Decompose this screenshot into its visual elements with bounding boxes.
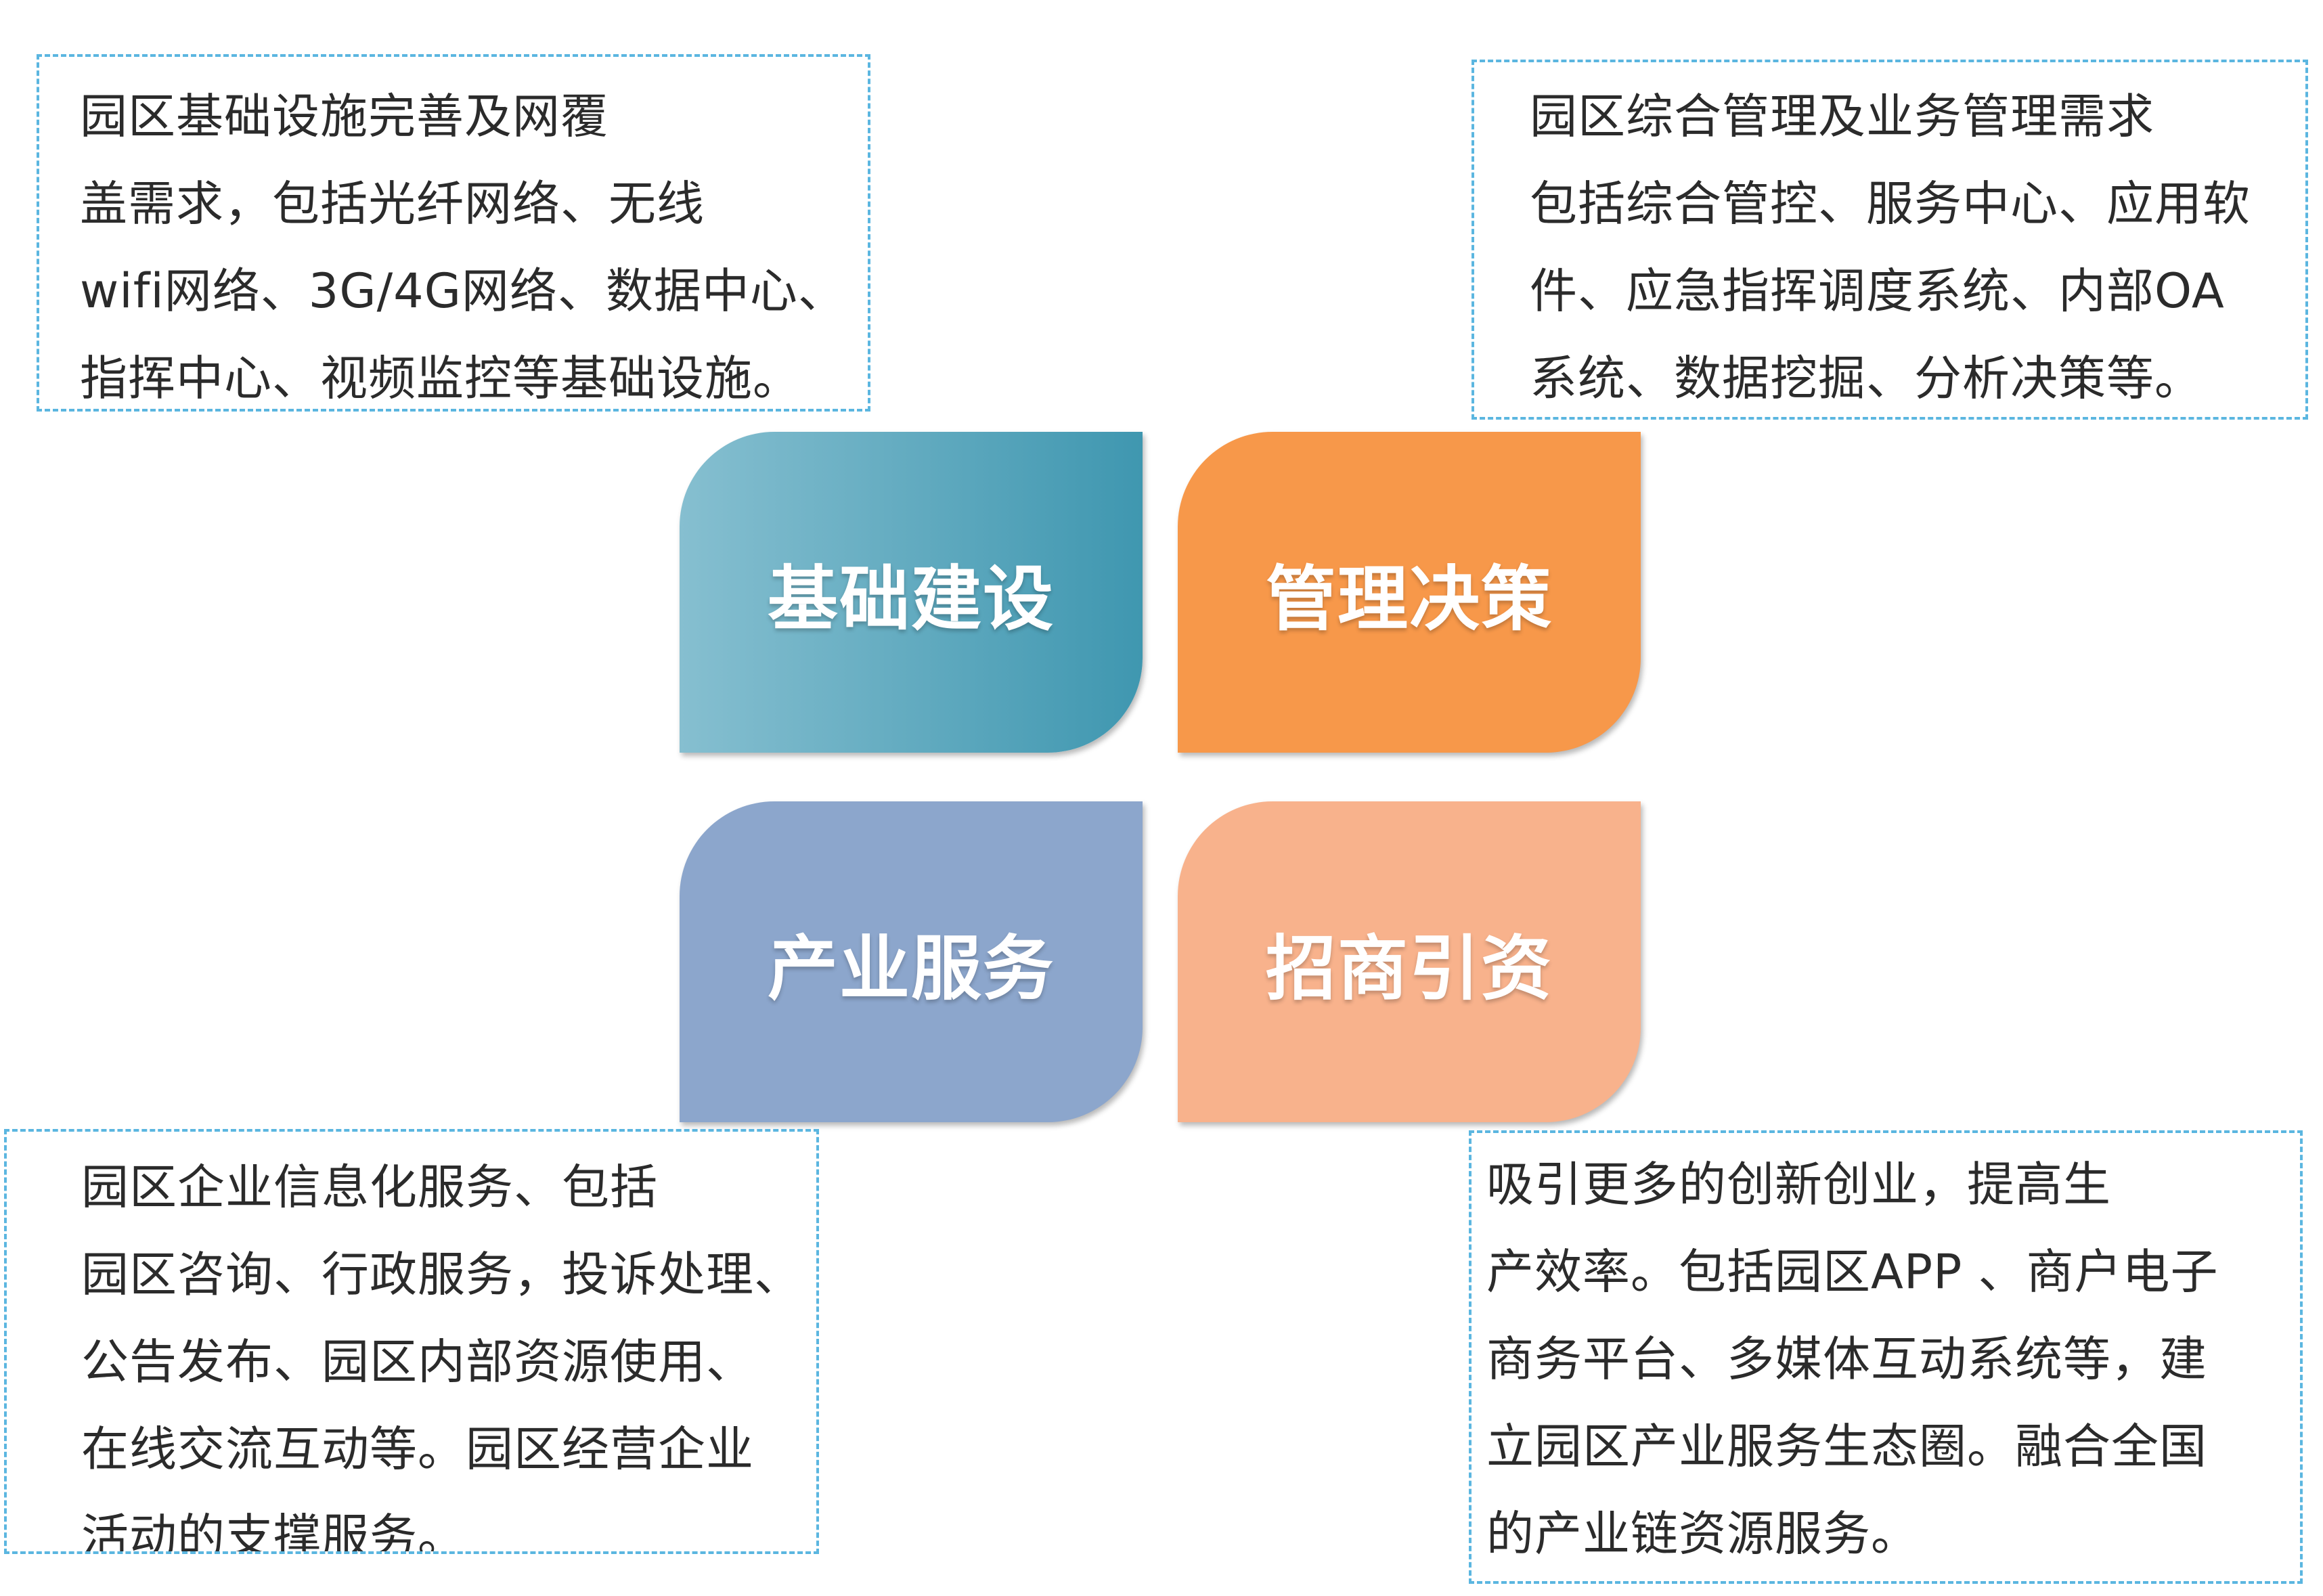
note-line: 在线交流互动等。园区经营企业 bbox=[81, 1421, 754, 1477]
note-line: 园区基础设施完善及网覆 bbox=[80, 89, 609, 144]
note-line: 活动的支撑服务。 bbox=[81, 1509, 466, 1554]
petal-label: 基础建设 bbox=[767, 557, 1055, 640]
note-line: 吸引更多的创新创业，提高生 bbox=[1486, 1157, 2111, 1212]
note-management: 园区综合管理及业务管理需求 包括综合管控、服务中心、应用软 件、应急指挥调度系统… bbox=[1472, 60, 2308, 420]
note-line: 园区企业信息化服务、包括 bbox=[81, 1159, 658, 1215]
note-line: 件、应急指挥调度系统、内部OA bbox=[1530, 263, 2225, 319]
note-investment: 吸引更多的创新创业，提高生 产效率。包括园区APP 、商户电子 商务平台、多媒体… bbox=[1469, 1130, 2303, 1584]
note-line: wifi网络、3G/4G网络、数据中心、 bbox=[80, 263, 846, 319]
note-industry-service: 园区企业信息化服务、包括 园区咨询、行政服务，投诉处理、 公告发布、园区内部资源… bbox=[4, 1129, 819, 1554]
petal-infrastructure: 基础建设 bbox=[680, 432, 1143, 753]
petal-management: 管理决策 bbox=[1178, 432, 1641, 753]
note-line: 产效率。包括园区APP 、商户电子 bbox=[1486, 1244, 2219, 1300]
note-line: 园区综合管理及业务管理需求 bbox=[1530, 89, 2154, 144]
petal-label: 管理决策 bbox=[1265, 557, 1553, 640]
note-line: 立园区产业服务生态圈。融合全国 bbox=[1486, 1419, 2207, 1474]
note-line: 系统、数据挖掘、分析决策等。 bbox=[1530, 351, 2203, 406]
note-line: 指挥中心、视频监控等基础设施。 bbox=[80, 351, 801, 406]
petal-label: 招商引资 bbox=[1265, 927, 1553, 1010]
note-line: 公告发布、园区内部资源使用、 bbox=[81, 1334, 754, 1390]
note-infrastructure: 园区基础设施完善及网覆 盖需求，包括光纤网络、无线 wifi网络、3G/4G网络… bbox=[37, 54, 870, 412]
note-line: 商务平台、多媒体互动系统等，建 bbox=[1486, 1331, 2207, 1387]
note-line: 园区咨询、行政服务，投诉处理、 bbox=[81, 1247, 802, 1302]
petal-label: 产业服务 bbox=[767, 927, 1055, 1010]
note-line: 包括综合管控、服务中心、应用软 bbox=[1530, 176, 2251, 231]
petal-industry-service: 产业服务 bbox=[680, 801, 1143, 1122]
note-line: 的产业链资源服务。 bbox=[1486, 1506, 1919, 1561]
petal-investment: 招商引资 bbox=[1178, 801, 1641, 1122]
note-line: 盖需求，包括光纤网络、无线 bbox=[80, 176, 705, 231]
